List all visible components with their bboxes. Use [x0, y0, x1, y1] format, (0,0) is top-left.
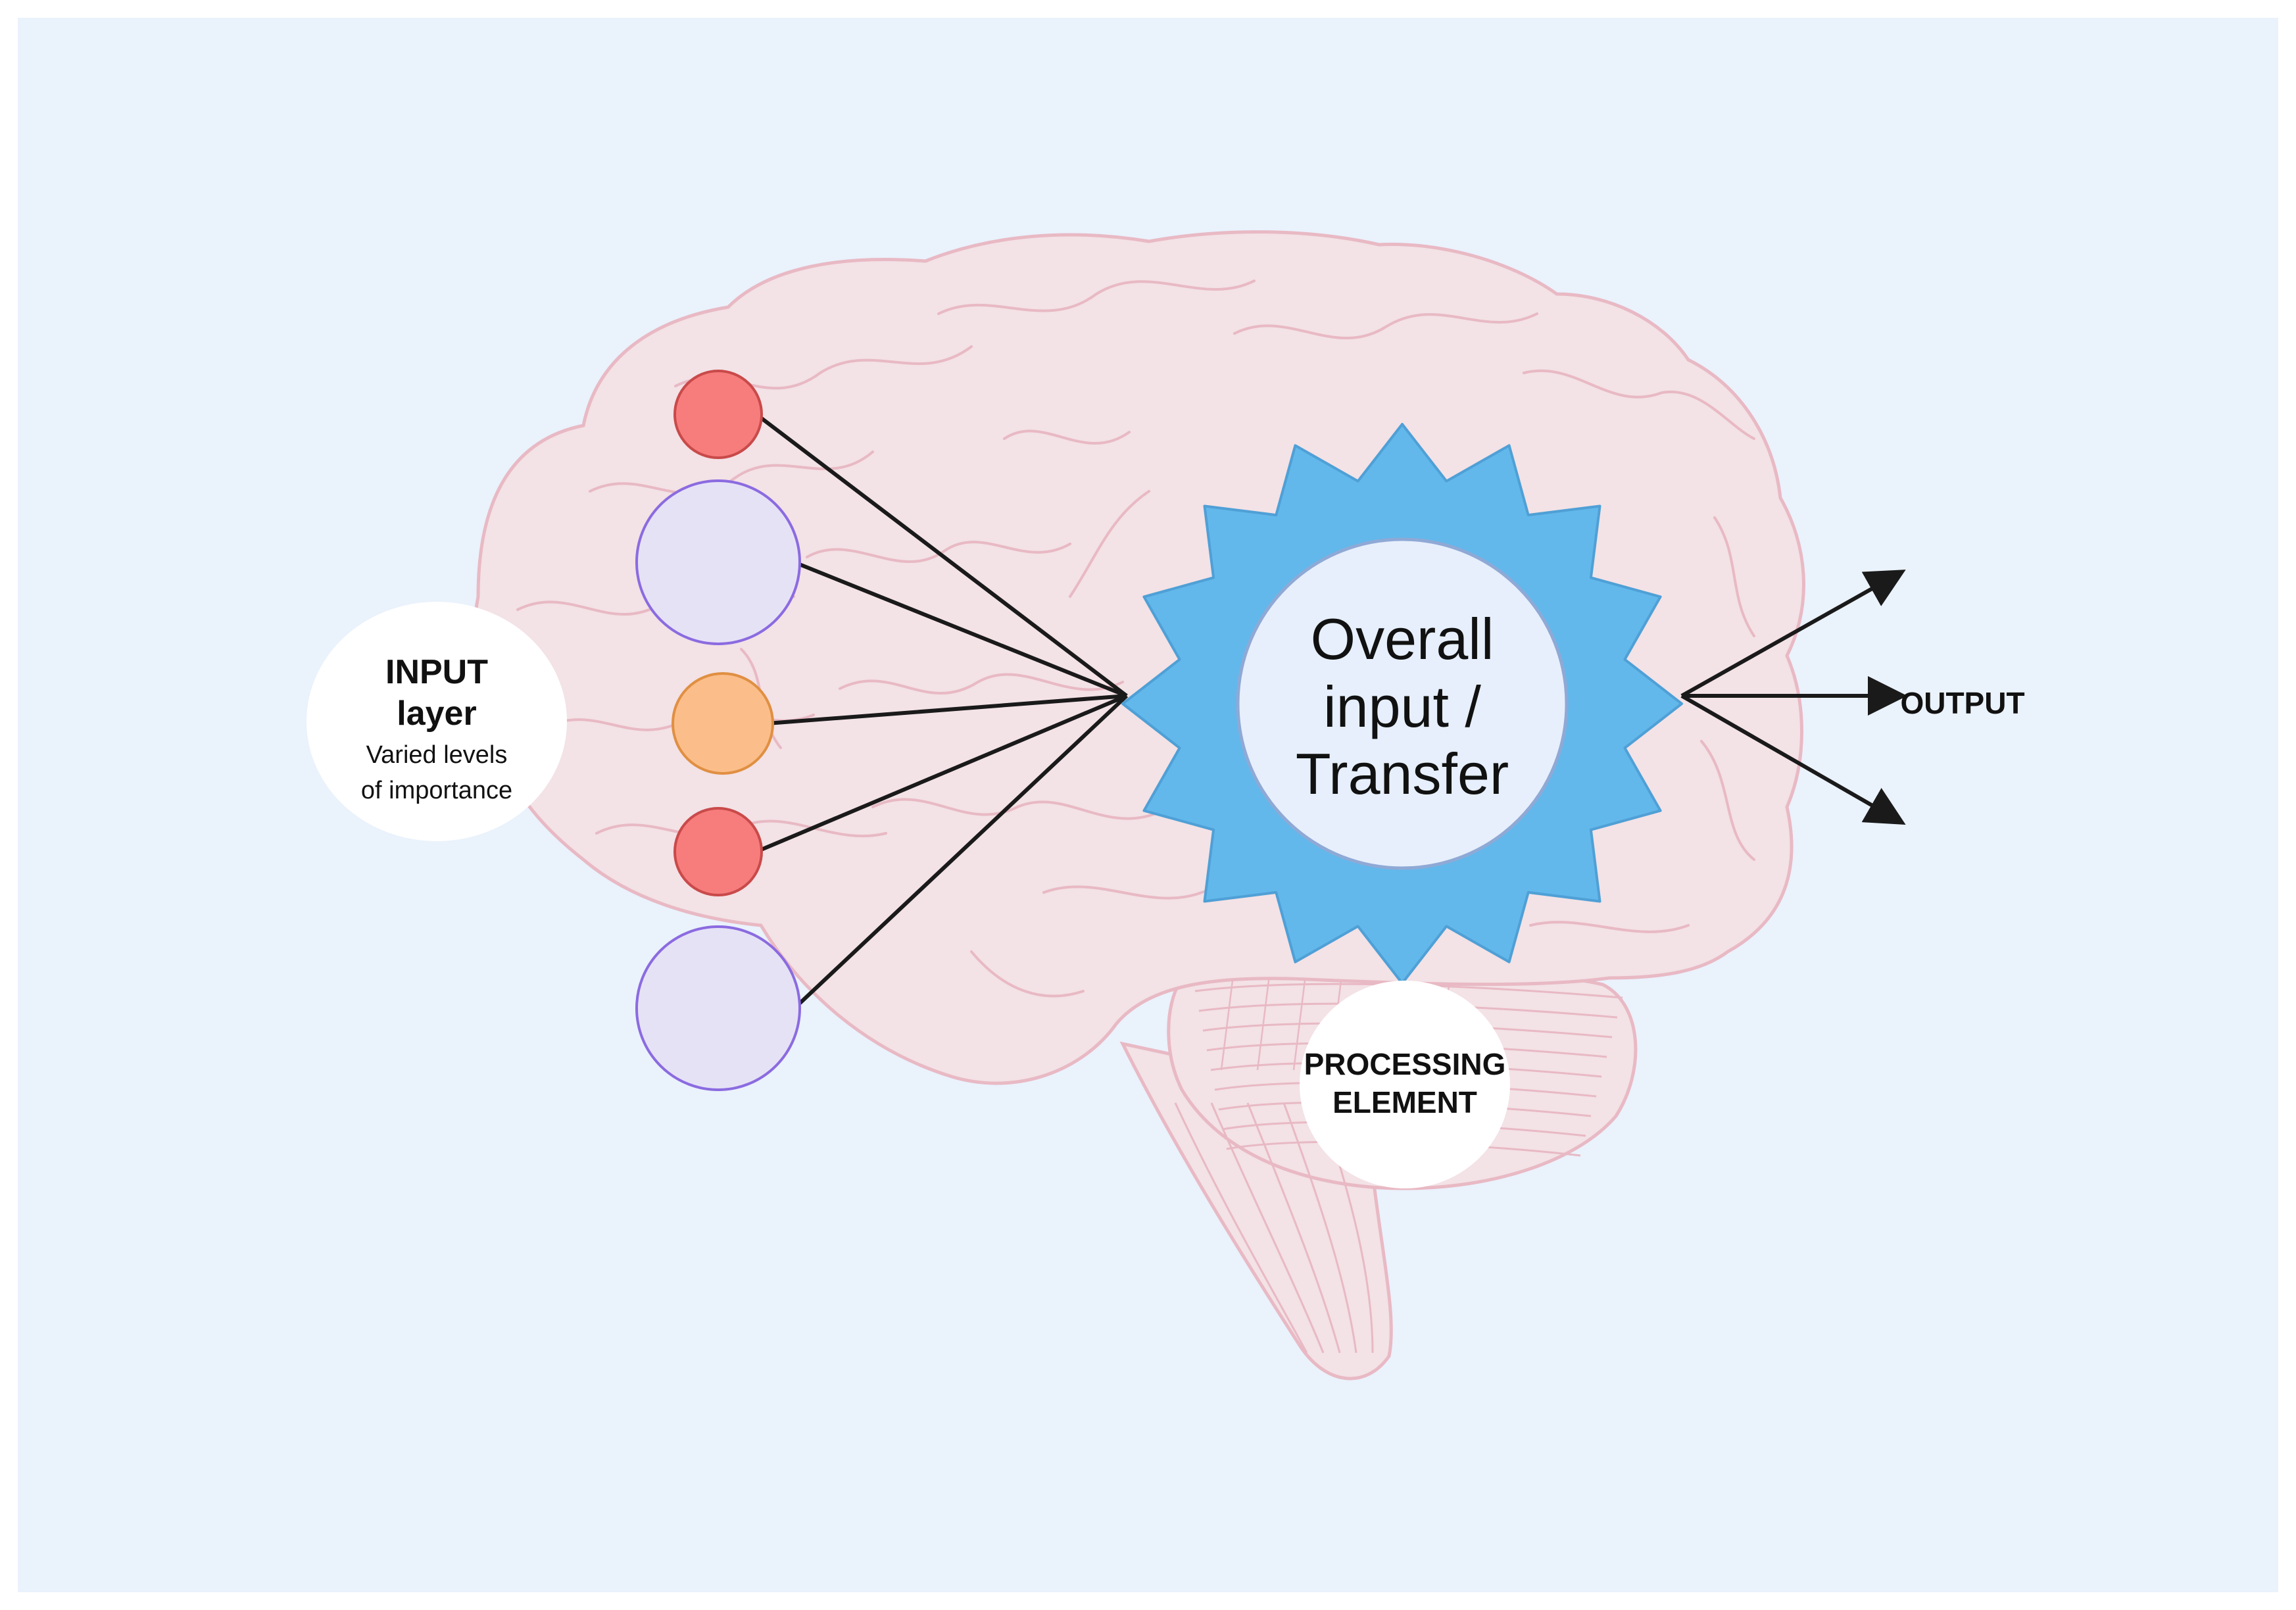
gear-center-circle [1236, 537, 1569, 870]
input-node-lavender-1 [635, 479, 801, 645]
processing-label-line2: ELEMENT [1332, 1085, 1477, 1119]
input-node-red-1 [673, 370, 763, 459]
processing-element-badge: PROCESSING ELEMENT [1300, 981, 1510, 1188]
input-node-lavender-2 [635, 925, 801, 1091]
cerebellum-fold [1220, 964, 1236, 1071]
brainstem-fiber [1282, 1102, 1357, 1354]
input-node-orange [672, 672, 774, 775]
connector-line [793, 560, 1128, 698]
gear-label-line1: Overall [1311, 606, 1494, 671]
processing-label-line1: PROCESSING [1304, 1047, 1506, 1081]
brain-sulcus [1523, 369, 1755, 440]
processing-element-badge-bg [1300, 981, 1510, 1188]
output-arrow-down [1680, 694, 1906, 825]
brain-sulcus [1529, 921, 1690, 933]
diagram-panel: Overall input / Transfer OUTPUT INPUT la… [18, 18, 2278, 1592]
connector-line [755, 412, 1128, 698]
brain-sulcus [1713, 516, 1755, 637]
brain-sulcus [806, 541, 1071, 563]
brainstem-fiber [1246, 1102, 1341, 1354]
brainstem-fiber [1210, 1102, 1325, 1354]
input-connectors [755, 412, 1129, 1010]
connector-line [793, 694, 1129, 1010]
input-node-red-2 [673, 807, 763, 896]
input-layer-badge: INPUT layer Varied levels of importance [306, 602, 567, 841]
brain-sulcus [1700, 740, 1755, 861]
output-label: OUTPUT [1900, 686, 2024, 720]
brain-sulcus [970, 950, 1085, 998]
connector-line [755, 694, 1128, 854]
brain-sulcus [937, 280, 1256, 315]
brain-sulcus [1003, 429, 1131, 445]
input-layer-badge-bg [306, 602, 567, 841]
processing-gear: Overall input / Transfer [1121, 423, 1683, 985]
cerebellum-fold [1292, 964, 1308, 1071]
output-arrows [1680, 570, 1907, 825]
output-arrow-up [1680, 570, 1906, 698]
input-layer-title-line2: layer [397, 695, 476, 733]
brainstem-fiber [1174, 1102, 1308, 1354]
input-layer-subtitle-line2: of importance [361, 777, 512, 804]
input-layer-subtitle-line1: Varied levels [366, 741, 508, 769]
gear-label-line2: input / [1323, 674, 1481, 739]
input-layer-title-line1: INPUT [385, 653, 488, 691]
gear-label-line3: Transfer [1296, 741, 1509, 806]
connector-line [767, 694, 1127, 725]
brain-sulcus [839, 673, 1124, 695]
cerebellum-fold [1256, 964, 1272, 1071]
brain-gyri [516, 280, 1755, 998]
input-nodes [635, 370, 801, 1091]
brain-sulcus [1069, 490, 1150, 598]
brain-sulcus [871, 798, 1157, 820]
brain-sulcus [1233, 312, 1538, 339]
neural-network-diagram: Overall input / Transfer OUTPUT INPUT la… [18, 18, 2278, 1592]
